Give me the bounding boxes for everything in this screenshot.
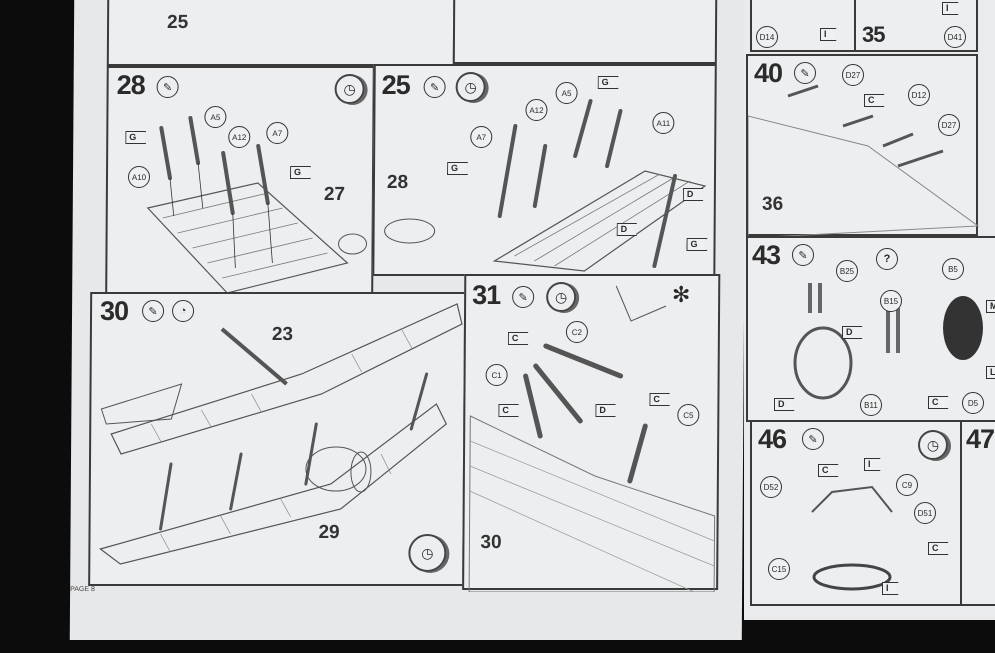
paint-icon: ◔ [171, 300, 195, 322]
step-25-panel: 25 [106, 0, 456, 66]
strut-drawing [468, 285, 716, 592]
glue-tube-icon: ✎ [792, 244, 814, 266]
step-number-40: 40 [754, 58, 783, 88]
part-callout: D27 [842, 64, 864, 86]
glue-tube-icon: ✎ [141, 300, 165, 322]
callout-23: 23 [271, 324, 294, 345]
step-26-panel [452, 0, 718, 64]
part-callout: D5 [962, 392, 984, 414]
part-callout: D27 [938, 114, 960, 136]
callout-30: 30 [480, 532, 502, 553]
part-callout: A7 [470, 126, 493, 148]
flag-callout: L [986, 366, 995, 379]
part-callout: B11 [860, 394, 882, 416]
part-callout: A10 [127, 166, 151, 188]
flag-callout: M [986, 300, 995, 313]
step-number-30: 30 [99, 296, 129, 326]
step-number-43: 43 [752, 240, 781, 270]
step-number-47: 47 [966, 424, 995, 454]
step-40-panel: 40 ✎ D27 C D12 D27 36 [746, 54, 980, 238]
part-callout: A11 [652, 112, 675, 134]
part-callout: D51 [914, 502, 936, 524]
part-callout: A7 [266, 122, 289, 144]
clock-icon: ◷ [546, 282, 577, 312]
clock-icon: ◷ [408, 534, 447, 572]
engine-drawing [793, 283, 983, 400]
part-callout: B25 [836, 260, 858, 282]
left-page: 25 28 ✎ ◷ A5 A12 A7 A10 G G 27 25 ✎ ◷ [69, 0, 747, 640]
part-callout: B5 [942, 258, 964, 280]
callout-27: 27 [323, 184, 346, 205]
flag-callout: I [942, 2, 959, 15]
glue-tube-icon: ✎ [156, 76, 179, 98]
part-callout: A12 [525, 99, 548, 121]
part-callout: C2 [565, 321, 588, 343]
glue-tube-icon: ✎ [512, 286, 535, 308]
callout-28: 28 [386, 172, 409, 193]
part-callout: A12 [228, 126, 251, 148]
step-47-panel: 47 [960, 420, 995, 606]
step-number-46: 46 [758, 424, 787, 454]
step-number-35: 35 [862, 22, 886, 47]
step-28-panel: 28 ✎ ◷ A5 A12 A7 A10 G G 27 [105, 66, 375, 294]
biplane-drawing [99, 303, 463, 565]
callout-36: 36 [762, 194, 784, 215]
flag-callout: I [820, 28, 837, 41]
part-callout: D41 [944, 26, 966, 48]
part-callout: C1 [485, 364, 508, 386]
step-number-29: 25 [381, 70, 410, 100]
step-29-panel: 25 ✎ ◷ A5 A12 A7 A11 G G D D G 28 [372, 64, 717, 276]
part-callout: A5 [555, 82, 578, 104]
step-31-panel: 31 ✎ ◷ ✻ C2 C1 C C D C C5 30 [462, 274, 721, 592]
step-34-panel: D14 I [750, 0, 856, 52]
part-callout: C15 [768, 558, 790, 580]
part-callout: C5 [677, 404, 700, 426]
callout-29: 29 [318, 522, 340, 543]
step-30-panel: 30 ✎ ◔ 23 29 ◷ [88, 292, 467, 586]
asterisk-icon: ✻ [671, 282, 691, 307]
wing-drawing [384, 99, 707, 272]
callout-25: 25 [167, 12, 189, 33]
wing-drawing [748, 84, 980, 238]
part-callout: B15 [880, 290, 902, 312]
part-callout: D12 [908, 84, 930, 106]
clock-icon: ◷ [334, 74, 365, 104]
step-43-panel: 43 ✎ B25 ? B5 B15 D D B11 C D5 M L [746, 236, 995, 422]
wing-drawing [146, 116, 368, 294]
part-callout: C9 [896, 474, 918, 496]
clock-icon: ◷ [455, 72, 486, 102]
glue-tube-icon: ✎ [794, 62, 816, 84]
part-callout: D52 [760, 476, 782, 498]
step-number-28: 28 [116, 70, 145, 100]
step-number-31: 31 [472, 280, 501, 310]
glue-tube-icon: ✎ [802, 428, 824, 450]
part-callout: A5 [204, 106, 227, 128]
right-page: D14 I 35 D41 I 40 ✎ D27 C D12 D27 36 43 … [744, 0, 995, 620]
cowling-drawing [811, 485, 893, 591]
step-46-panel: 46 ✎ ◷ C I C9 D52 D51 C C15 I [750, 420, 962, 606]
page-label: PAGE 8 [70, 586, 95, 593]
step-35-panel: 35 D41 I [854, 0, 978, 52]
question-icon: ? [876, 248, 898, 270]
glue-tube-icon: ✎ [423, 76, 446, 98]
part-callout: D14 [756, 26, 778, 48]
clock-icon: ◷ [918, 430, 948, 460]
